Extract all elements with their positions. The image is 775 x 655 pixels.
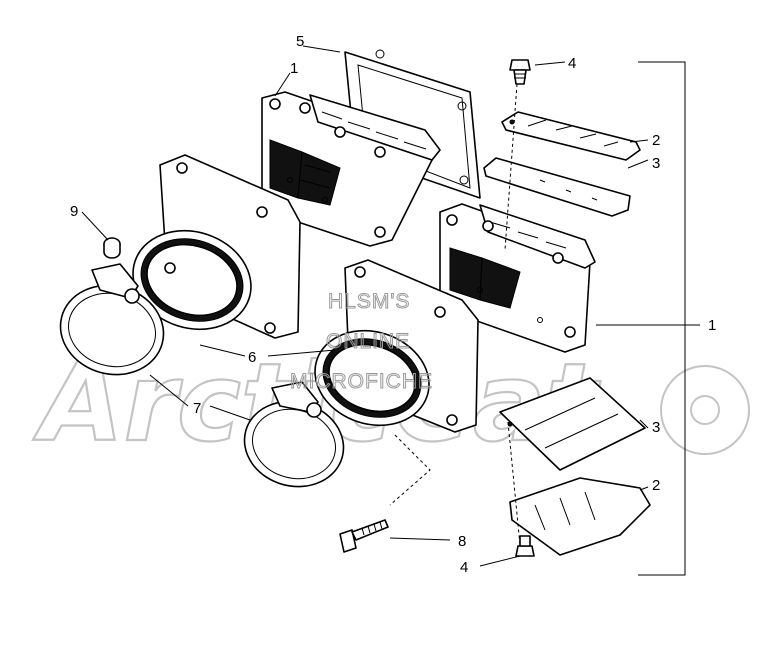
watermark-line-2: ONLINE bbox=[326, 330, 410, 353]
stopper-plate-lower-part-3 bbox=[499, 377, 646, 471]
callout-2-top: 2 bbox=[652, 132, 660, 149]
callout-8: 8 bbox=[458, 533, 466, 550]
intake-flange-upper-part-6 bbox=[132, 154, 301, 339]
callout-1-top: 1 bbox=[290, 60, 298, 77]
reed-cage-lower-part-1 bbox=[439, 203, 596, 353]
reed-cage-upper-part-1 bbox=[261, 91, 441, 247]
screw-upper-part-4 bbox=[509, 59, 531, 85]
bolt-part-8 bbox=[339, 519, 389, 553]
watermark-wheel-hub bbox=[690, 395, 720, 425]
callout-2-bottom: 2 bbox=[652, 477, 660, 494]
callout-3-bottom: 3 bbox=[652, 419, 660, 436]
callout-6: 6 bbox=[248, 349, 256, 366]
spacer-part-9 bbox=[103, 237, 121, 259]
callout-3-top: 3 bbox=[652, 155, 660, 172]
hose-clamp-lower-part-7 bbox=[243, 381, 345, 488]
callout-7: 7 bbox=[193, 400, 201, 417]
callout-5: 5 bbox=[296, 33, 304, 50]
callout-1-right: 1 bbox=[708, 317, 716, 334]
reed-petal-lower-part-2 bbox=[509, 477, 651, 556]
callout-4-top: 4 bbox=[568, 55, 576, 72]
watermark-line-1: HLSM'S bbox=[328, 290, 410, 313]
intake-flange-lower-part-6 bbox=[314, 259, 479, 433]
leader-lines bbox=[81, 45, 700, 576]
watermark-wheel bbox=[660, 365, 750, 455]
hose-clamp-upper-part-7 bbox=[59, 263, 165, 376]
callout-4-bottom: 4 bbox=[460, 559, 468, 576]
reed-petal-upper-part-2 bbox=[501, 111, 641, 161]
screw-lower-part-4 bbox=[515, 535, 535, 557]
watermark-line-3: MICROFICHE bbox=[290, 370, 433, 393]
stopper-plate-upper-part-3 bbox=[483, 157, 631, 217]
callout-9: 9 bbox=[70, 203, 78, 220]
